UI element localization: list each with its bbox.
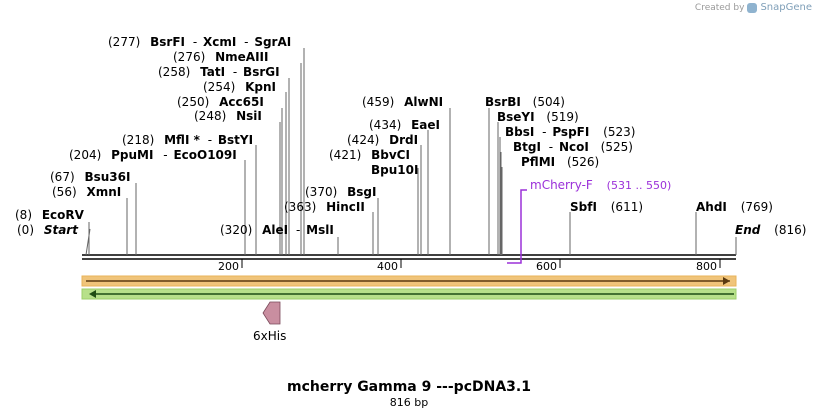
- site-525: BtgI - NcoI (525): [513, 140, 633, 154]
- dna-backbone: [82, 254, 736, 260]
- site-424: (424) DrdI: [347, 133, 418, 147]
- site-611: SbfI (611): [570, 200, 643, 214]
- site-248: (248) NsiI: [194, 109, 262, 123]
- 6xhis-label: 6xHis: [253, 329, 286, 343]
- forward-feature-arrow[interactable]: [81, 275, 737, 287]
- map-title: mcherry Gamma 9 ---pcDNA3.1: [287, 379, 531, 395]
- snapgene-logo-icon: [747, 2, 758, 13]
- site-504: BsrBI (504): [485, 95, 565, 109]
- site-218: (218) MflI * - BstYI: [122, 133, 253, 147]
- primer-label: mCherry-F (531 .. 550): [530, 178, 671, 192]
- end-label: End (816): [735, 223, 806, 237]
- site-277: (277) BsrFI - XcmI - SgrAI: [108, 35, 291, 49]
- site-276: (276) NmeAIII: [173, 50, 268, 64]
- start-label: (0) Start: [17, 223, 79, 237]
- site-8: (8) EcoRV: [15, 208, 85, 222]
- site-421: (421) BbvCI: [329, 148, 410, 162]
- site-421-b: Bpu10I: [371, 163, 418, 177]
- ruler: 200 400 600 800: [218, 259, 721, 273]
- site-lines: [85, 48, 737, 256]
- site-250: (250) Acc65I: [177, 95, 264, 109]
- snapgene-credit: Created by SnapGene: [695, 2, 812, 13]
- site-254: (254) KpnI: [203, 80, 276, 94]
- site-519: BseYI (519): [497, 110, 579, 124]
- ruler-label: 400: [377, 260, 398, 273]
- reverse-feature-arrow[interactable]: [81, 288, 737, 300]
- site-526: PflMI (526): [521, 155, 599, 169]
- ruler-label: 800: [696, 260, 717, 273]
- site-56: (56) XmnI: [52, 185, 121, 199]
- 6xhis-feature[interactable]: 6xHis: [253, 301, 286, 343]
- credit-brand: SnapGene: [760, 2, 812, 13]
- site-459: (459) AlwNI: [362, 95, 443, 109]
- site-434: (434) EaeI: [369, 118, 440, 132]
- site-370: (370) BsgI: [305, 185, 376, 199]
- site-204: (204) PpuMI - EcoO109I: [69, 148, 237, 162]
- credit-prefix: Created by: [694, 2, 745, 13]
- site-320: (320) AleI - MslI: [220, 223, 334, 237]
- site-523: BbsI - PspFI (523): [505, 125, 635, 139]
- primer-mcherry-f[interactable]: mCherry-F (531 .. 550): [507, 178, 671, 264]
- map-length: 816 bp: [390, 396, 428, 409]
- ruler-label: 200: [218, 260, 239, 273]
- site-363: (363) HincII: [284, 200, 365, 214]
- ruler-label: 600: [536, 260, 557, 273]
- site-67: (67) Bsu36I: [50, 170, 130, 184]
- site-769: AhdI (769): [696, 200, 773, 214]
- site-258: (258) TatI - BsrGI: [158, 65, 280, 79]
